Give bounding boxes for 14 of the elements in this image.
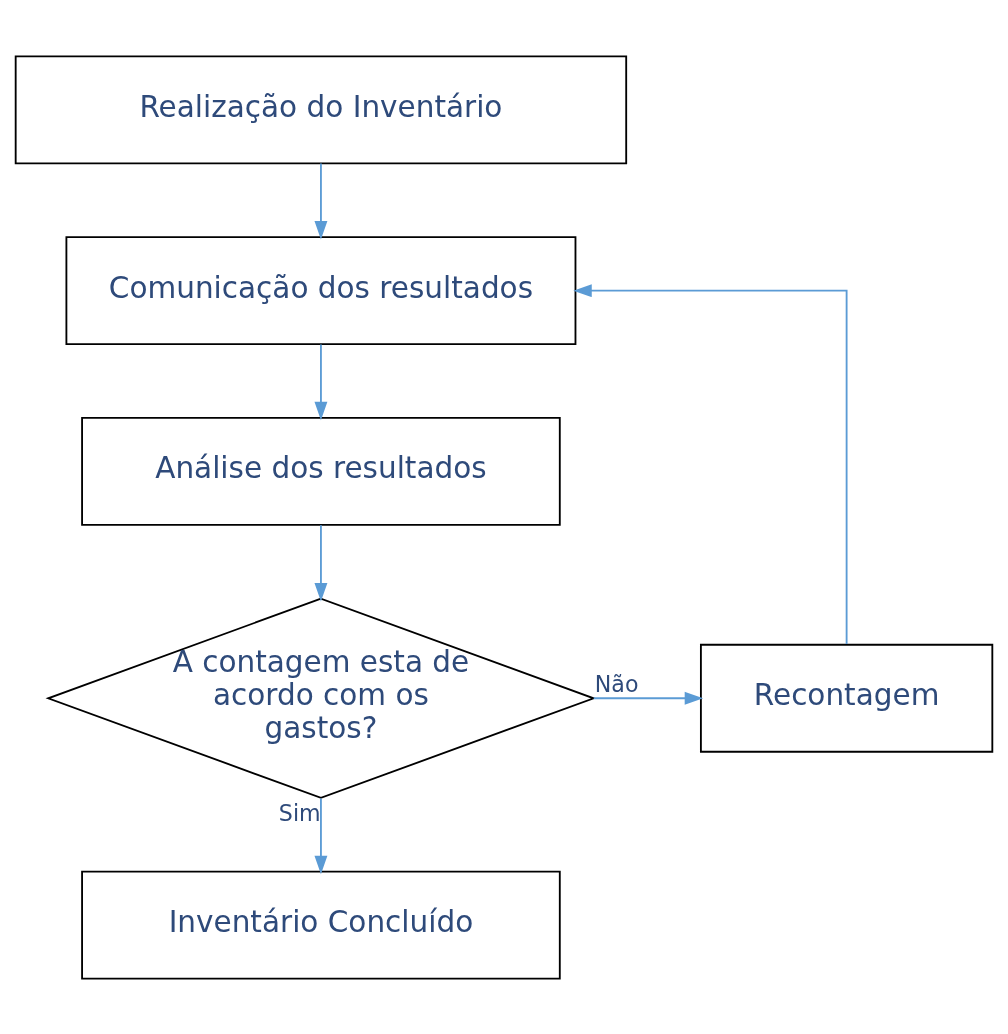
arrow <box>314 342 328 420</box>
node-box: Inventário Concluído <box>81 870 561 980</box>
arrow <box>573 283 848 645</box>
arrow <box>314 523 328 601</box>
arrow <box>314 797 328 874</box>
node-box: Análise dos resultados <box>81 416 561 526</box>
node-box: Comunicação dos resultados <box>65 235 577 345</box>
arrow <box>314 162 328 240</box>
node-box: Recontagem <box>700 643 994 753</box>
arrow <box>592 691 704 705</box>
node-diamond: A contagem esta de acordo com os gastos? <box>45 597 597 799</box>
node-box: Realização do Inventário <box>14 54 628 164</box>
edge-label: Não <box>594 670 639 697</box>
edge-label: Sim <box>278 799 321 826</box>
